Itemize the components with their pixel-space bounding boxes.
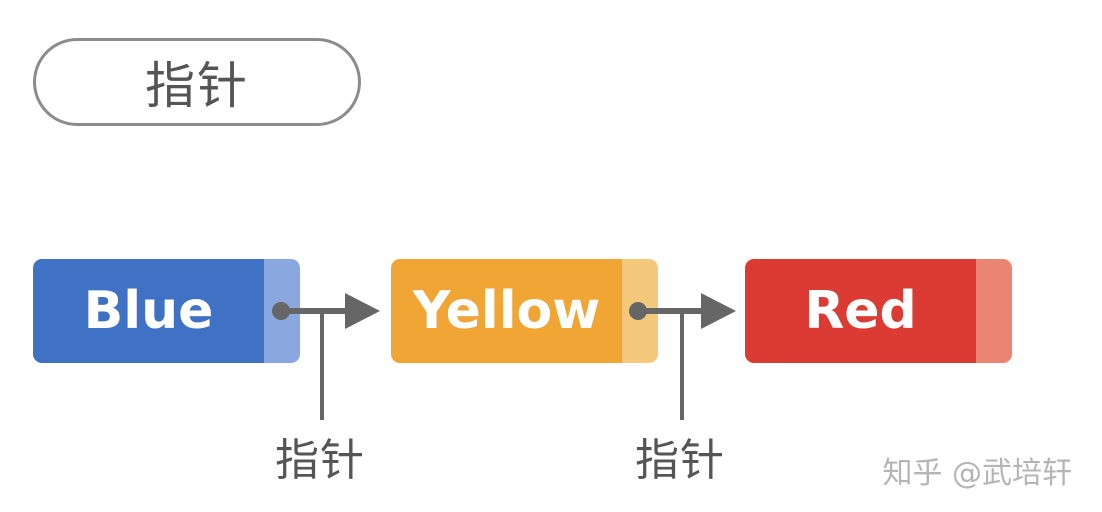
node-pointer-field [976,259,1012,363]
node-yellow: Yellow [391,259,658,363]
node-value-box: Blue [33,259,264,363]
node-value-box: Yellow [391,259,622,363]
node-pointer-field [264,259,300,363]
node-red: Red [745,259,1012,363]
pointer-label-1: 指针 [275,435,365,486]
watermark: 知乎 @武培轩 [882,456,1072,491]
title-pill: 指针 [33,38,361,126]
node-blue: Blue [33,259,300,363]
node-pointer-field [622,259,658,363]
node-value-text: Yellow [412,281,601,341]
node-value-box: Red [745,259,976,363]
node-value-text: Blue [83,281,214,341]
pointer-label-2: 指针 [635,435,725,486]
title-text: 指针 [145,57,249,115]
node-value-text: Red [804,281,917,341]
